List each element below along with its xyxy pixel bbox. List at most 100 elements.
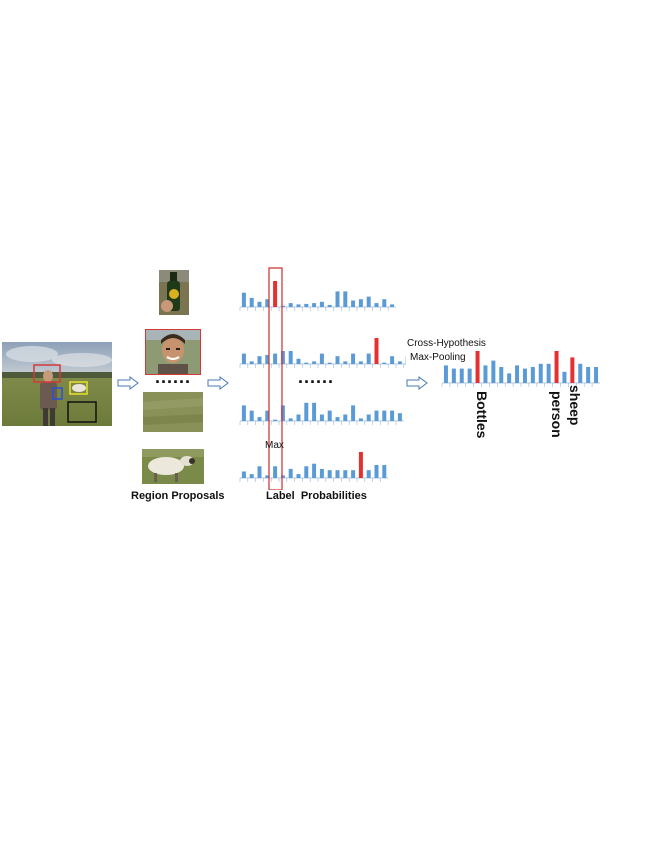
- histogram-bar: [390, 304, 395, 307]
- histogram-bar: [280, 475, 285, 478]
- histogram-bar: [382, 299, 387, 307]
- histogram-bar: [249, 410, 254, 421]
- histogram-bar-max: [273, 281, 278, 307]
- histogram-bar: [335, 417, 340, 421]
- histogram-bar: [265, 475, 270, 478]
- histogram-bar: [241, 471, 246, 478]
- histogram-bar: [335, 470, 340, 478]
- proposal-grass-image: [143, 392, 203, 432]
- histogram-bar: [594, 367, 599, 383]
- histogram-bar: [343, 361, 348, 364]
- histogram-bar: [273, 353, 278, 364]
- histogram-bar: [538, 363, 543, 383]
- histogram-bar: [467, 368, 472, 383]
- histogram-ellipsis: ......: [298, 367, 335, 387]
- histogram-bar: [522, 368, 527, 383]
- histogram-bar: [312, 303, 317, 307]
- histogram-bar: [530, 367, 535, 383]
- histogram-bar: [358, 361, 363, 364]
- histogram-pooled: [441, 351, 600, 387]
- histogram-bar: [459, 368, 464, 383]
- histogram-bar: [397, 413, 402, 421]
- histogram-bar: [241, 405, 246, 421]
- histogram-bar: [288, 303, 293, 307]
- histogram-grass: [239, 402, 404, 425]
- arrow-right-icon: [117, 376, 139, 390]
- histogram-bar: [288, 418, 293, 421]
- histogram-bar: [374, 303, 379, 307]
- histogram-bar: [296, 304, 301, 307]
- histogram-bar: [358, 418, 363, 421]
- histogram-bar: [382, 465, 387, 478]
- histogram-bar-max: [374, 338, 379, 364]
- histogram-bar: [249, 297, 254, 307]
- histogram-bar: [265, 354, 270, 364]
- label-probabilities-caption: Label Probabilities: [266, 490, 367, 502]
- histogram-bar: [499, 367, 504, 383]
- histogram-bar: [343, 470, 348, 478]
- histogram-bar-max: [570, 357, 575, 383]
- histogram-bar: [319, 301, 324, 307]
- histogram-bar: [319, 353, 324, 364]
- histogram-bar: [257, 356, 262, 364]
- histogram-bar: [241, 353, 246, 364]
- histogram-bar: [304, 466, 309, 478]
- histogram-bar: [390, 410, 395, 421]
- histogram-bar: [288, 468, 293, 478]
- histogram-bar: [366, 296, 371, 307]
- histogram-bar: [312, 361, 317, 364]
- histogram-bar: [273, 419, 278, 421]
- histogram-bar: [397, 361, 402, 364]
- histogram-bar: [327, 410, 332, 421]
- histogram-bar: [366, 353, 371, 364]
- histogram-bar: [265, 410, 270, 421]
- region-proposals-caption: Region Proposals: [131, 490, 225, 502]
- histogram-bar: [296, 358, 301, 364]
- output-label-person: person: [549, 391, 565, 438]
- scene-image: [2, 342, 112, 426]
- histogram-bar: [280, 305, 285, 307]
- histogram-bar: [483, 365, 488, 383]
- histogram-person: [239, 338, 406, 368]
- output-label-bottles: Bottles: [474, 391, 490, 439]
- histogram-bar: [546, 363, 551, 383]
- histogram-bar: [304, 303, 309, 307]
- histogram-bar: [515, 365, 520, 383]
- histogram-bar: [351, 300, 356, 307]
- histogram-bar: [374, 410, 379, 421]
- histogram-bar: [351, 353, 356, 364]
- histogram-bar: [443, 365, 448, 383]
- histogram-bar: [249, 361, 254, 364]
- histogram-bar: [273, 466, 278, 478]
- histogram-bottle: [239, 281, 396, 311]
- histogram-bar: [351, 470, 356, 478]
- output-label-sheep: sheep: [567, 385, 583, 426]
- histogram-bar: [390, 356, 395, 364]
- histogram-bar: [335, 356, 340, 364]
- histogram-bar: [280, 405, 285, 421]
- max-selection-box: [268, 267, 283, 490]
- histogram-bar: [319, 468, 324, 478]
- histogram-bar: [265, 299, 270, 307]
- histogram-bar: [343, 414, 348, 421]
- histogram-bar: [327, 362, 332, 364]
- histogram-bar: [374, 465, 379, 478]
- histogram-bar: [586, 367, 591, 383]
- histogram-bar: [327, 304, 332, 307]
- histogram-bar: [451, 368, 456, 383]
- histogram-bar: [296, 414, 301, 421]
- histogram-bar: [358, 299, 363, 307]
- max-pooling-label: Max-Pooling: [410, 352, 466, 363]
- histogram-bar: [327, 470, 332, 478]
- histogram-bar-max: [475, 351, 480, 383]
- histogram-bar: [304, 362, 309, 364]
- histogram-bar-max: [358, 452, 363, 478]
- histogram-bar: [241, 292, 246, 307]
- proposal-bottle-image: [159, 270, 189, 315]
- histogram-bar: [491, 360, 496, 383]
- histogram-bar: [578, 363, 583, 383]
- proposal-sheep-image: [142, 449, 204, 484]
- proposal-person-image: [145, 329, 201, 375]
- histogram-bar: [343, 291, 348, 307]
- histogram-bar: [280, 351, 285, 364]
